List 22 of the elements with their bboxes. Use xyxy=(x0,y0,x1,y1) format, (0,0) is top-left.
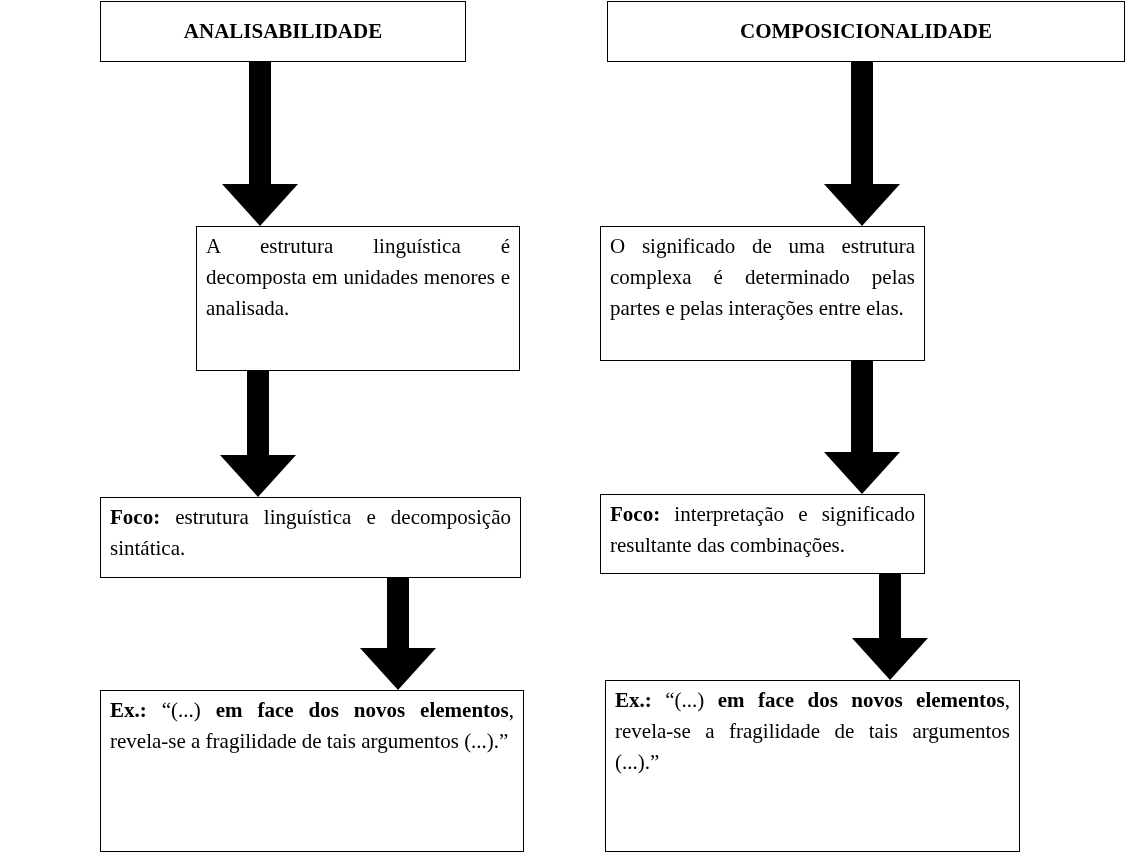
arrow xyxy=(824,361,900,494)
paragraph: Ex.: “(...) em face dos novos elementos, revela-se a fragilidade de tais argumentos (...).” xyxy=(110,697,514,755)
arrow xyxy=(222,62,298,226)
arrow xyxy=(852,574,928,680)
arrow xyxy=(220,371,296,497)
paragraph: O significado de uma estrutura complexa é determinado pelas partes e pelas interações entre elas. xyxy=(610,233,915,322)
text-box xyxy=(196,226,520,371)
paragraph: A estrutura linguística é decomposta em unidades menores e analisada. xyxy=(206,233,510,322)
arrow xyxy=(824,62,900,226)
arrow xyxy=(360,578,436,690)
text-box xyxy=(605,680,1020,852)
heading: ANALISABILIDADE xyxy=(183,18,383,45)
heading: COMPOSICIONALIDADE xyxy=(740,18,992,45)
text-box xyxy=(100,690,524,852)
text-box xyxy=(600,494,925,574)
text-box xyxy=(100,497,521,578)
paragraph: Foco: estrutura linguística e decomposição sintática. xyxy=(110,504,511,562)
paragraph: Foco: interpretação e significado resultante das combinações. xyxy=(610,501,915,559)
paragraph: Ex.: “(...) em face dos novos elementos, revela-se a fragilidade de tais argumentos (...).” xyxy=(615,687,1010,776)
heading-box xyxy=(607,1,1125,62)
heading-box xyxy=(100,1,466,62)
text-box xyxy=(600,226,925,361)
